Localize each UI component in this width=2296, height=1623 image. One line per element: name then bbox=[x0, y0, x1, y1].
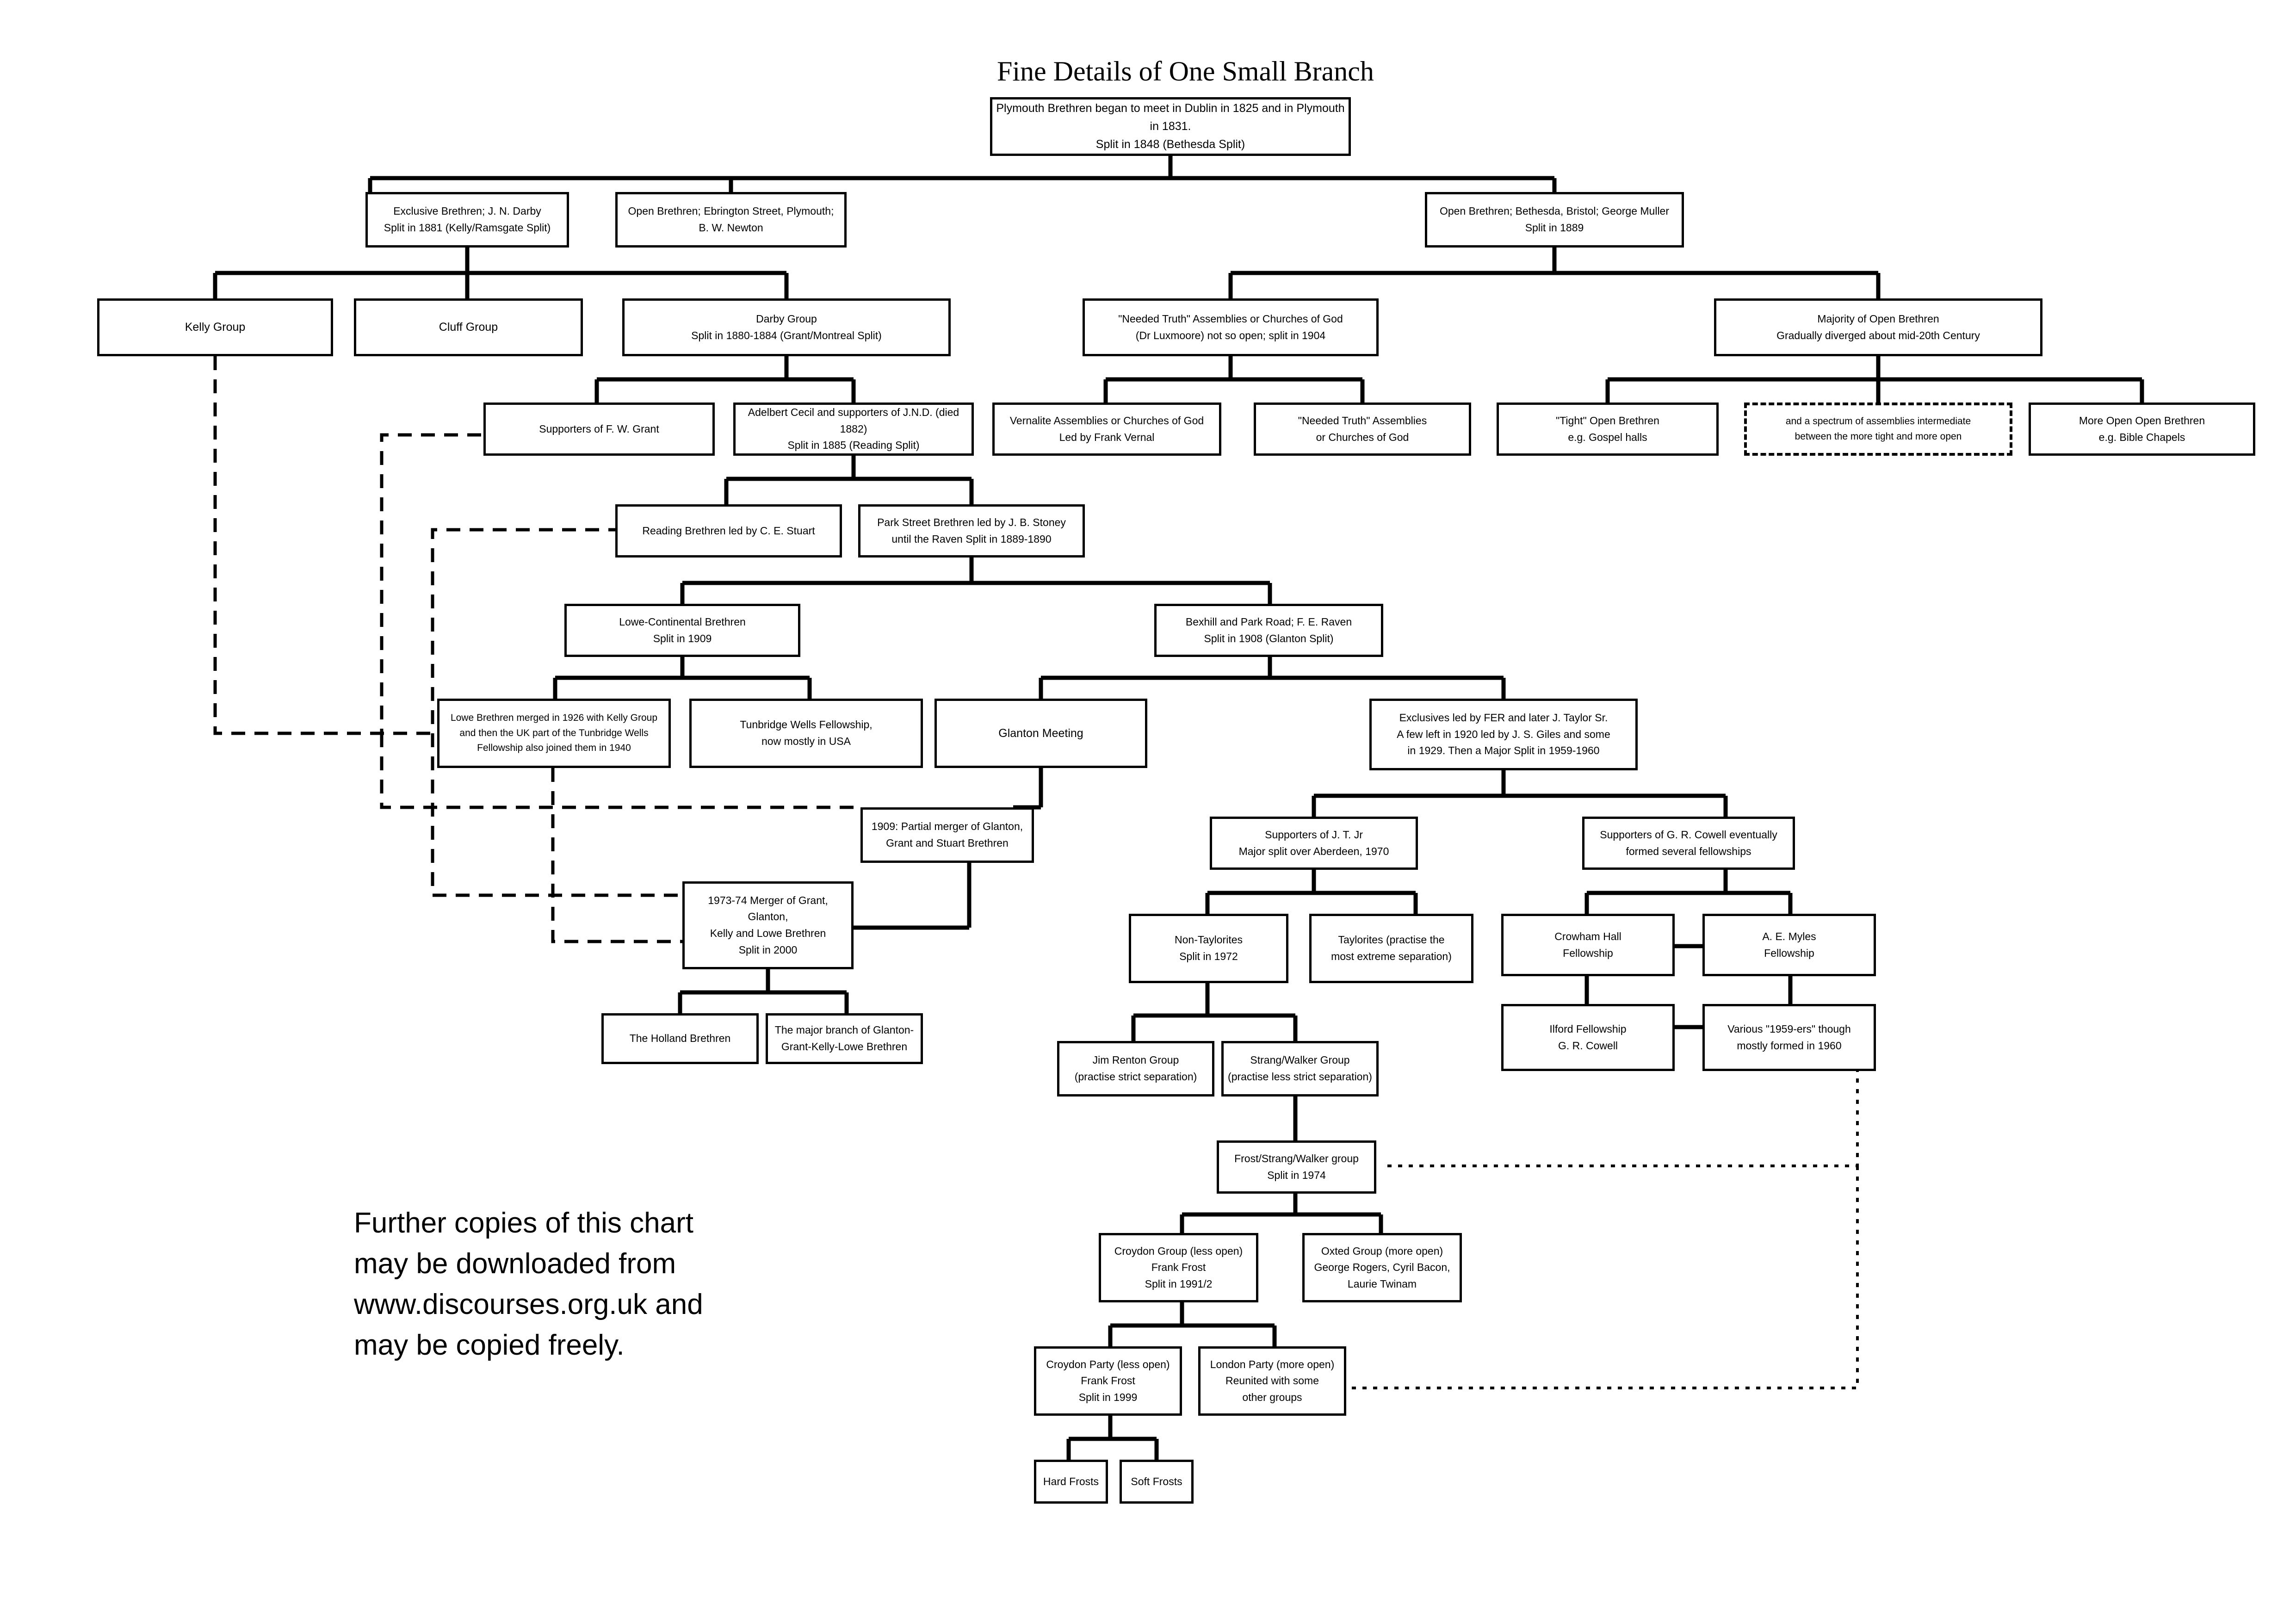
node-open-brethren-plymouth[interactable]: Open Brethren; Ebrington Street, Plymout… bbox=[615, 192, 847, 248]
node-darby-group[interactable]: Darby Group Split in 1880-1884 (Grant/Mo… bbox=[622, 298, 951, 356]
node-tight-open-brethren[interactable]: "Tight" Open Brethren e.g. Gospel halls bbox=[1497, 403, 1719, 456]
node-bexhill-park-road[interactable]: Bexhill and Park Road; F. E. Raven Split… bbox=[1154, 604, 1383, 657]
node-merger-1909[interactable]: 1909: Partial merger of Glanton, Grant a… bbox=[860, 807, 1034, 863]
node-crowham-hall-fellowship[interactable]: Crowham Hall Fellowship bbox=[1501, 914, 1675, 976]
node-holland-brethren[interactable]: The Holland Brethren bbox=[601, 1013, 759, 1064]
node-various-1959ers[interactable]: Various "1959-ers" though mostly formed … bbox=[1702, 1004, 1876, 1071]
node-tunbridge-wells-fellowship[interactable]: Tunbridge Wells Fellowship, now mostly i… bbox=[689, 699, 923, 768]
node-root[interactable]: Plymouth Brethren began to meet in Dubli… bbox=[990, 97, 1351, 156]
node-hard-frosts[interactable]: Hard Frosts bbox=[1034, 1460, 1108, 1504]
node-exclusives-fer-taylor[interactable]: Exclusives led by FER and later J. Taylo… bbox=[1369, 699, 1638, 770]
node-vernalite-assemblies[interactable]: Vernalite Assemblies or Churches of God … bbox=[992, 403, 1221, 456]
node-park-street-brethren[interactable]: Park Street Brethren led by J. B. Stoney… bbox=[858, 504, 1085, 558]
dotted-connectors bbox=[1275, 1057, 1859, 1389]
node-reading-brethren[interactable]: Reading Brethren led by C. E. Stuart bbox=[615, 504, 842, 558]
node-lowe-continental-brethren[interactable]: Lowe-Continental Brethren Split in 1909 bbox=[564, 604, 800, 657]
node-glanton-meeting[interactable]: Glanton Meeting bbox=[934, 699, 1147, 768]
node-strang-walker-group[interactable]: Strang/Walker Group (practise less stric… bbox=[1221, 1041, 1379, 1096]
node-taylorites[interactable]: Taylorites (practise the most extreme se… bbox=[1309, 914, 1473, 983]
node-non-taylorites[interactable]: Non-Taylorites Split in 1972 bbox=[1129, 914, 1288, 983]
node-supporters-fw-grant[interactable]: Supporters of F. W. Grant bbox=[483, 403, 715, 456]
download-notice: Further copies of this chart may be down… bbox=[354, 1207, 703, 1362]
node-majority-open-brethren[interactable]: Majority of Open Brethren Gradually dive… bbox=[1714, 298, 2042, 356]
node-kelly-group[interactable]: Kelly Group bbox=[97, 298, 333, 356]
node-major-branch-glanton[interactable]: The major branch of Glanton- Grant-Kelly… bbox=[766, 1013, 923, 1064]
node-spectrum-assemblies[interactable]: and a spectrum of assemblies intermediat… bbox=[1744, 403, 2012, 456]
page-title: Fine Details of One Small Branch bbox=[997, 56, 1374, 87]
node-needed-truth-assemblies[interactable]: "Needed Truth" Assemblies or Churches of… bbox=[1083, 298, 1379, 356]
node-oxted-group[interactable]: Oxted Group (more open) George Rogers, C… bbox=[1302, 1233, 1462, 1302]
node-needed-truth-churches[interactable]: "Needed Truth" Assemblies or Churches of… bbox=[1254, 403, 1471, 456]
node-jim-renton-group[interactable]: Jim Renton Group (practise strict separa… bbox=[1057, 1041, 1214, 1096]
node-supporters-gr-cowell[interactable]: Supporters of G. R. Cowell eventually fo… bbox=[1582, 817, 1795, 870]
node-soft-frosts[interactable]: Soft Frosts bbox=[1120, 1460, 1194, 1504]
node-ilford-fellowship[interactable]: Ilford Fellowship G. R. Cowell bbox=[1501, 1004, 1675, 1071]
node-frost-strang-walker-group[interactable]: Frost/Strang/Walker group Split in 1974 bbox=[1217, 1140, 1376, 1194]
node-croydon-party[interactable]: Croydon Party (less open) Frank Frost Sp… bbox=[1034, 1346, 1182, 1416]
node-london-party[interactable]: London Party (more open) Reunited with s… bbox=[1198, 1346, 1346, 1416]
node-adelbert-cecil[interactable]: Adelbert Cecil and supporters of J.N.D. … bbox=[733, 403, 974, 456]
node-lowe-brethren-merged[interactable]: Lowe Brethren merged in 1926 with Kelly … bbox=[437, 699, 671, 768]
node-merger-1973[interactable]: 1973-74 Merger of Grant, Glanton, Kelly … bbox=[682, 881, 854, 969]
node-cluff-group[interactable]: Cluff Group bbox=[354, 298, 583, 356]
node-croydon-group[interactable]: Croydon Group (less open) Frank Frost Sp… bbox=[1099, 1233, 1258, 1302]
node-ae-myles-fellowship[interactable]: A. E. Myles Fellowship bbox=[1702, 914, 1876, 976]
node-open-brethren-bristol[interactable]: Open Brethren; Bethesda, Bristol; George… bbox=[1425, 192, 1684, 248]
node-exclusive-brethren[interactable]: Exclusive Brethren; J. N. Darby Split in… bbox=[365, 192, 569, 248]
node-more-open-brethren[interactable]: More Open Open Brethren e.g. Bible Chape… bbox=[2029, 403, 2255, 456]
node-supporters-jt-jr[interactable]: Supporters of J. T. Jr Major split over … bbox=[1210, 817, 1418, 870]
